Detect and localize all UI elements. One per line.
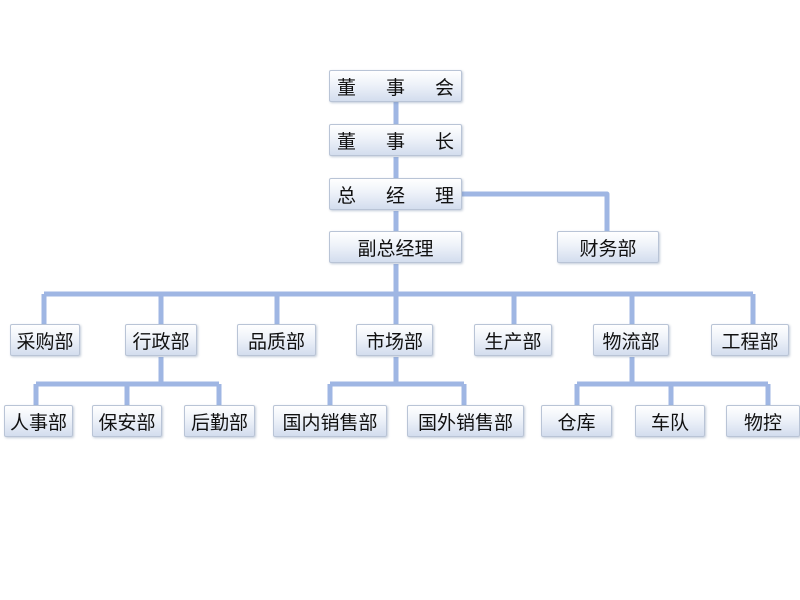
node-production[interactable]: 生产部: [474, 324, 552, 356]
node-hr[interactable]: 人事部: [4, 405, 73, 437]
node-warehouse[interactable]: 仓库: [541, 405, 612, 437]
node-chairman[interactable]: 董 事 长: [329, 124, 462, 156]
node-procurement[interactable]: 采购部: [10, 324, 80, 356]
node-domestic-sales[interactable]: 国内销售部: [273, 405, 387, 437]
node-finance[interactable]: 财务部: [557, 231, 659, 263]
node-logistics[interactable]: 物流部: [593, 324, 669, 356]
connector-gm-finance: [462, 191, 610, 231]
node-security[interactable]: 保安部: [92, 405, 162, 437]
node-deputy-general-manager[interactable]: 副总经理: [329, 231, 462, 263]
node-board[interactable]: 董 事 会: [329, 70, 462, 102]
node-material-control[interactable]: 物控: [726, 405, 800, 437]
node-general-manager[interactable]: 总 经 理: [329, 178, 462, 210]
node-market[interactable]: 市场部: [356, 324, 433, 356]
node-engineering[interactable]: 工程部: [711, 324, 789, 356]
node-foreign-sales[interactable]: 国外销售部: [407, 405, 524, 437]
node-admin[interactable]: 行政部: [125, 324, 197, 356]
node-quality[interactable]: 品质部: [237, 324, 316, 356]
node-logistics-support[interactable]: 后勤部: [184, 405, 255, 437]
node-fleet[interactable]: 车队: [635, 405, 705, 437]
